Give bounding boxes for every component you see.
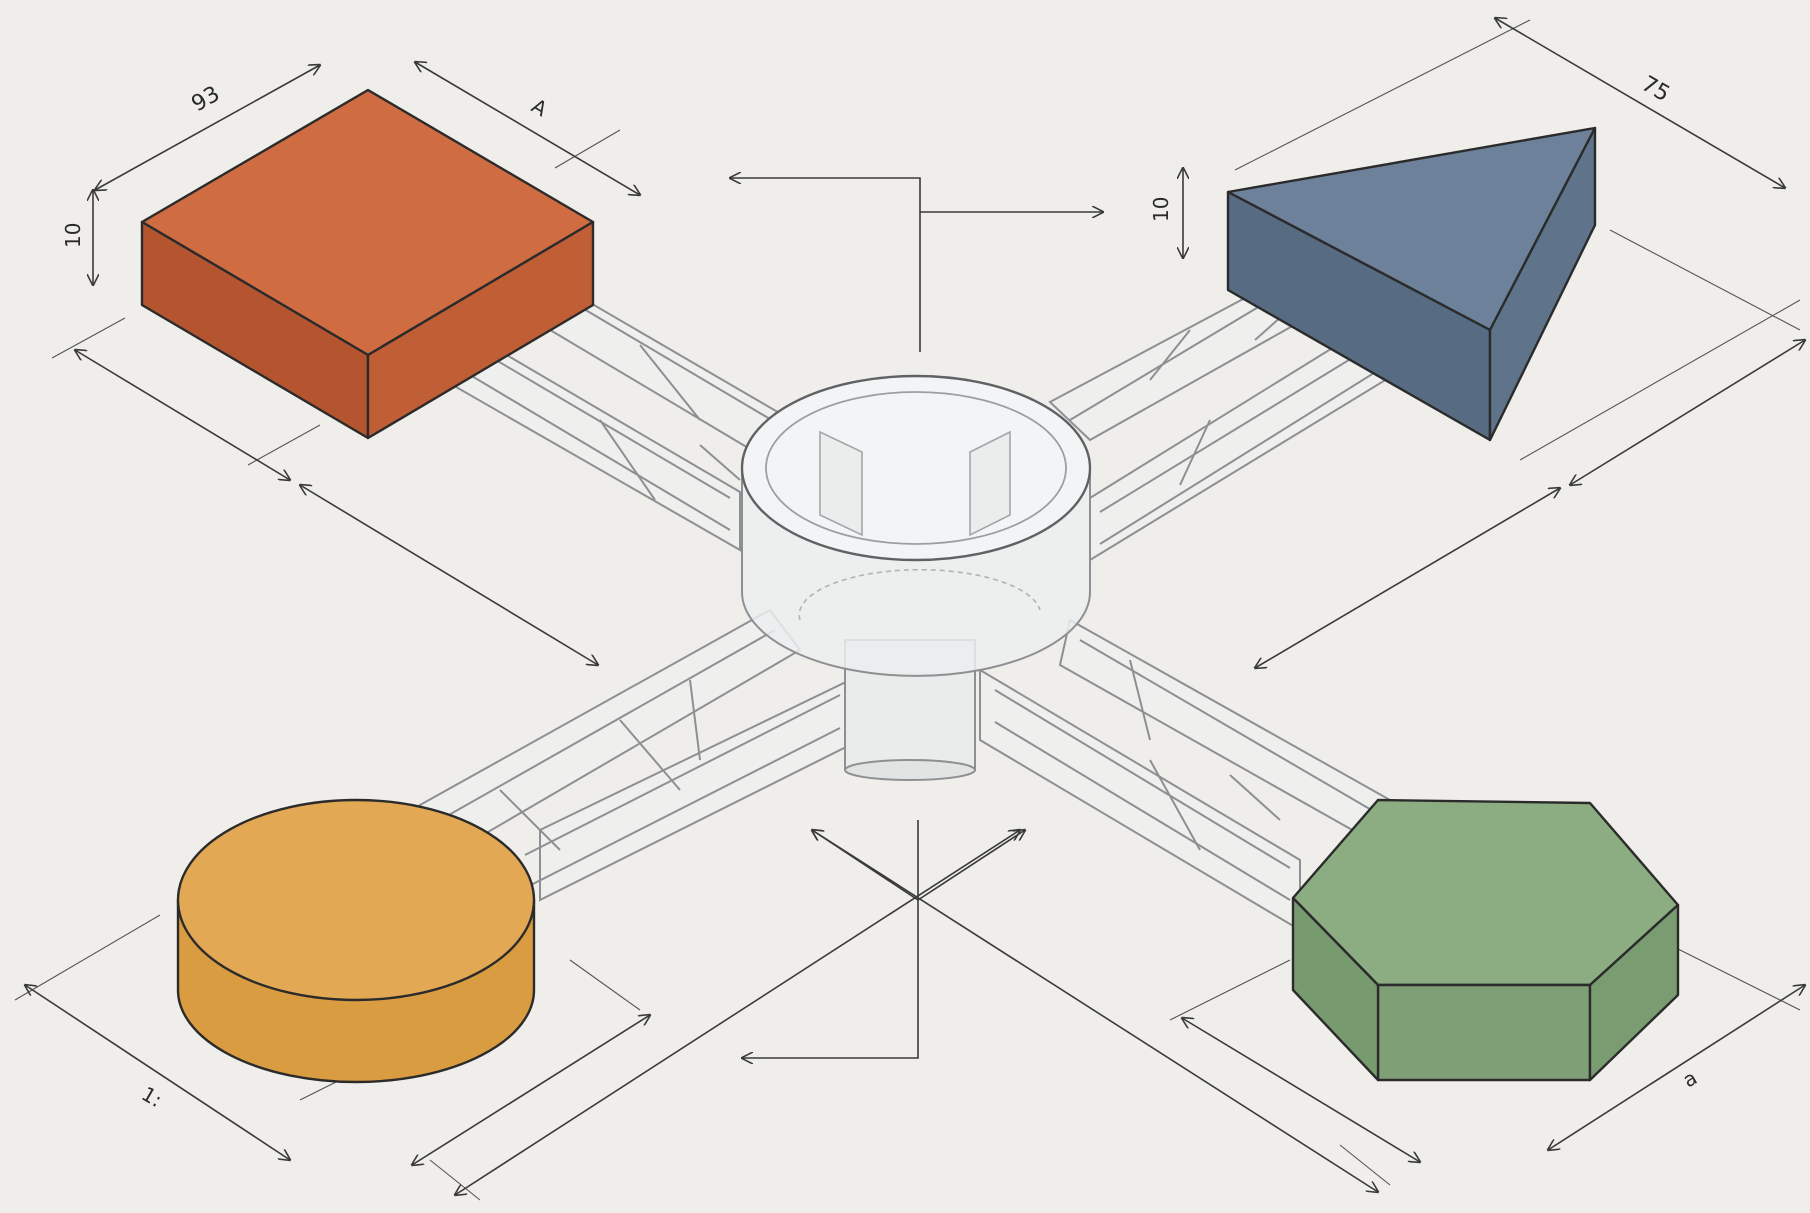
yellow-cylinder [176, 798, 536, 1084]
truss-arm-bottom-right [979, 618, 1392, 932]
dimension-arrows [25, 18, 1805, 1195]
red-top-right-dimension [415, 62, 640, 195]
yellow-bottom-label: 1: [138, 1082, 167, 1113]
green-hex-prism [1291, 798, 1680, 1082]
red-block [140, 88, 595, 440]
red-top-right-label: A [528, 94, 552, 122]
blue-prism [1226, 126, 1597, 442]
red-top-left-label: 93 [188, 82, 225, 118]
red-depth-dimension [75, 350, 290, 480]
bottom-center-bracket [742, 820, 919, 1058]
center-diagonal-top-left [300, 485, 598, 665]
central-hub [740, 374, 1092, 781]
blue-top-dimension [1495, 18, 1785, 188]
red-top-left-dimension [95, 65, 320, 190]
red-block-right-face [366, 220, 595, 440]
red-height-label: 10 [61, 223, 85, 248]
green-hex-front-face [1376, 983, 1592, 1082]
blue-prism-right-face [1488, 126, 1597, 442]
green-hex-left-face [1291, 896, 1380, 1082]
bottom-right-long-dimension [812, 830, 1378, 1192]
green-hex-right-face [1588, 903, 1680, 1082]
truss-arm-bottom-left [418, 608, 851, 902]
top-center-bracket [730, 178, 921, 352]
yellow-cylinder-top [176, 798, 536, 1002]
green-bottom-dimension [1548, 985, 1805, 1150]
green-bottom-label: a [1679, 1065, 1702, 1092]
yellow-bottom-dimension [25, 985, 290, 1160]
truss-arm-top-left [429, 260, 802, 552]
center-diagonal-top-right [1255, 488, 1560, 668]
blue-top-label: 75 [1637, 72, 1674, 108]
blue-height-label: 10 [1149, 197, 1173, 222]
blue-right-dimension [1570, 340, 1805, 485]
